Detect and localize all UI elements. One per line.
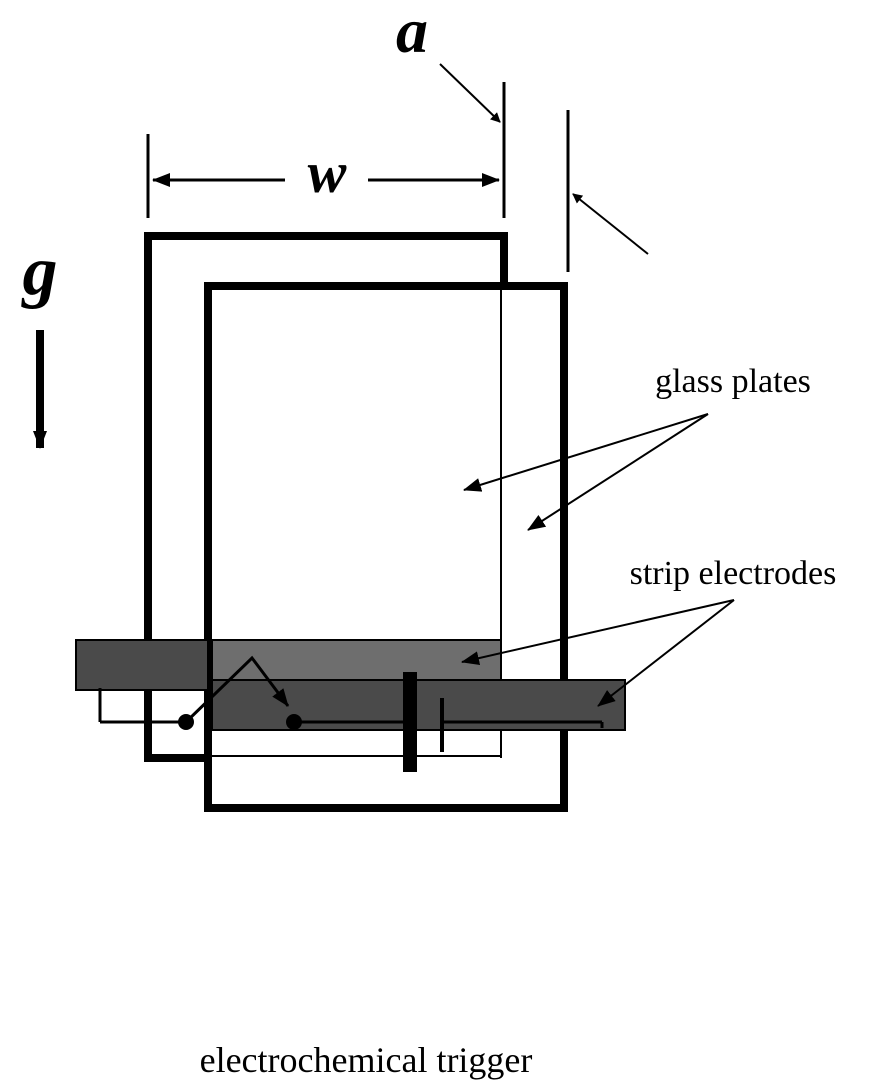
strip-electrodes-arrow-lower <box>597 599 735 707</box>
gap-arrow-right <box>572 193 649 255</box>
electrochemical-trigger-label: electrochemical trigger <box>200 1040 533 1080</box>
gap-label: a <box>396 0 428 66</box>
gravity-label: g <box>21 233 58 310</box>
glass-plates-label: glass plates <box>655 363 811 400</box>
strip-electrodes-label: strip electrodes <box>630 555 837 592</box>
glass-plates-arrow-front <box>463 413 709 492</box>
switch-lever <box>184 655 290 724</box>
glass-plates-arrow-back <box>527 413 709 531</box>
strip-electrodes-arrow-upper <box>461 599 735 666</box>
width-label: w <box>308 140 347 205</box>
upper-strip-electrode-inner <box>211 639 502 681</box>
upper-strip-electrode-left <box>75 639 209 691</box>
gap-arrow-left <box>439 63 501 123</box>
